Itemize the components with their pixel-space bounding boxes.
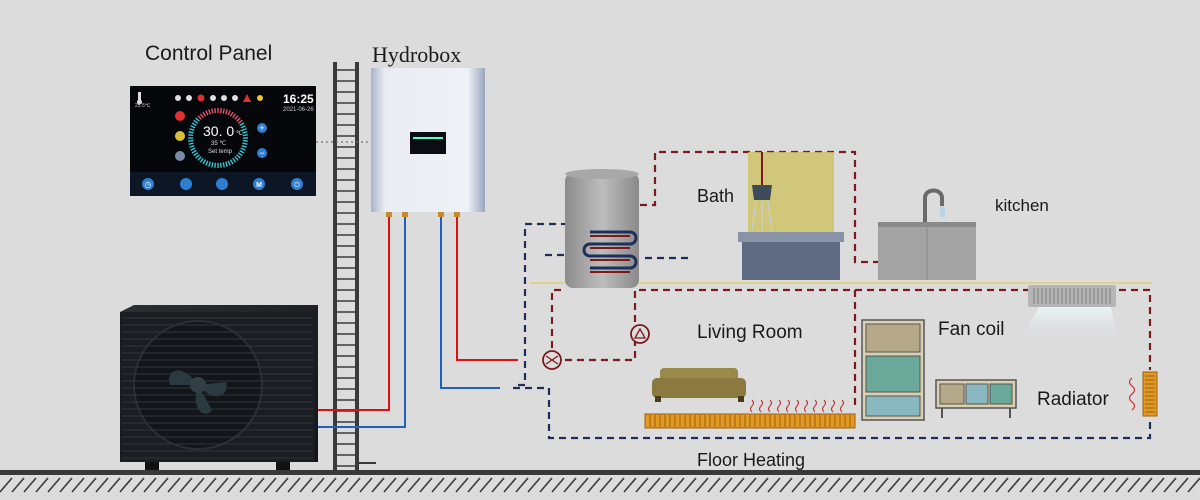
fan-coil-label: Fan coil — [938, 319, 1005, 340]
living-room-label: Living Room — [697, 322, 803, 343]
sideboard — [935, 379, 1017, 418]
radiator-label: Radiator — [1037, 389, 1109, 410]
bottom-nav: ◷ M ⏻ — [142, 178, 303, 190]
primary-pipes — [318, 217, 518, 428]
panel-set-temp: 30. 0 — [203, 123, 235, 139]
svg-text:+: + — [259, 123, 264, 133]
bath-label: Bath — [697, 186, 735, 206]
svg-text:⏻: ⏻ — [294, 181, 300, 189]
heat-pump-unit — [120, 305, 318, 470]
temperature-ring — [188, 108, 248, 168]
svg-text:−: − — [259, 148, 264, 158]
user-icon[interactable] — [180, 178, 192, 190]
snowflake-icon — [175, 151, 185, 161]
control-panel: + − ◷ M ⏻ — [130, 86, 316, 196]
menu-icon[interactable] — [253, 178, 265, 190]
status-icons-row — [175, 94, 263, 102]
power-icon[interactable] — [291, 178, 303, 190]
panel-set-temp-unit: ℃ — [236, 131, 243, 137]
gear-icon[interactable] — [216, 178, 228, 190]
pump-icon — [630, 324, 650, 344]
kitchen-label: kitchen — [995, 196, 1049, 215]
cabinet — [861, 319, 925, 421]
fan-icon — [169, 370, 227, 414]
water-icon — [175, 131, 185, 141]
svg-text:◷: ◷ — [145, 180, 152, 189]
panel-set-temp-label: Set temp — [208, 149, 233, 155]
radiator — [1128, 371, 1158, 417]
wall — [333, 62, 376, 470]
plus-icon[interactable] — [257, 123, 267, 133]
shower-icon — [751, 152, 773, 231]
hot-water-tank — [565, 169, 639, 288]
svg-text:M: M — [256, 182, 262, 189]
faucet-icon — [923, 188, 944, 222]
thermometer-icon — [137, 92, 142, 105]
clock-icon[interactable] — [142, 178, 154, 190]
minus-icon[interactable] — [257, 148, 267, 158]
panel-outdoor-temp: 25.5℃ — [135, 103, 151, 109]
sofa — [652, 368, 746, 402]
control-panel-label: Control Panel — [145, 42, 273, 65]
panel-current-temp: 35 ℃ — [211, 141, 227, 147]
floor-heating-label: Floor Heating — [697, 450, 806, 470]
fan-coil-unit — [1018, 285, 1120, 345]
panel-date: 2021-06-26 — [283, 107, 314, 113]
heat-mode-icon — [175, 111, 185, 121]
hydrobox — [371, 68, 485, 217]
ground — [0, 470, 1200, 493]
valve-icon — [542, 350, 562, 370]
hydrobox-display — [410, 132, 446, 154]
hydrobox-label: Hydrobox — [372, 42, 462, 67]
panel-time: 16:25 — [283, 92, 314, 106]
bath — [738, 152, 844, 280]
kitchen-sink — [878, 188, 976, 280]
floor-heating-panel — [644, 399, 856, 429]
